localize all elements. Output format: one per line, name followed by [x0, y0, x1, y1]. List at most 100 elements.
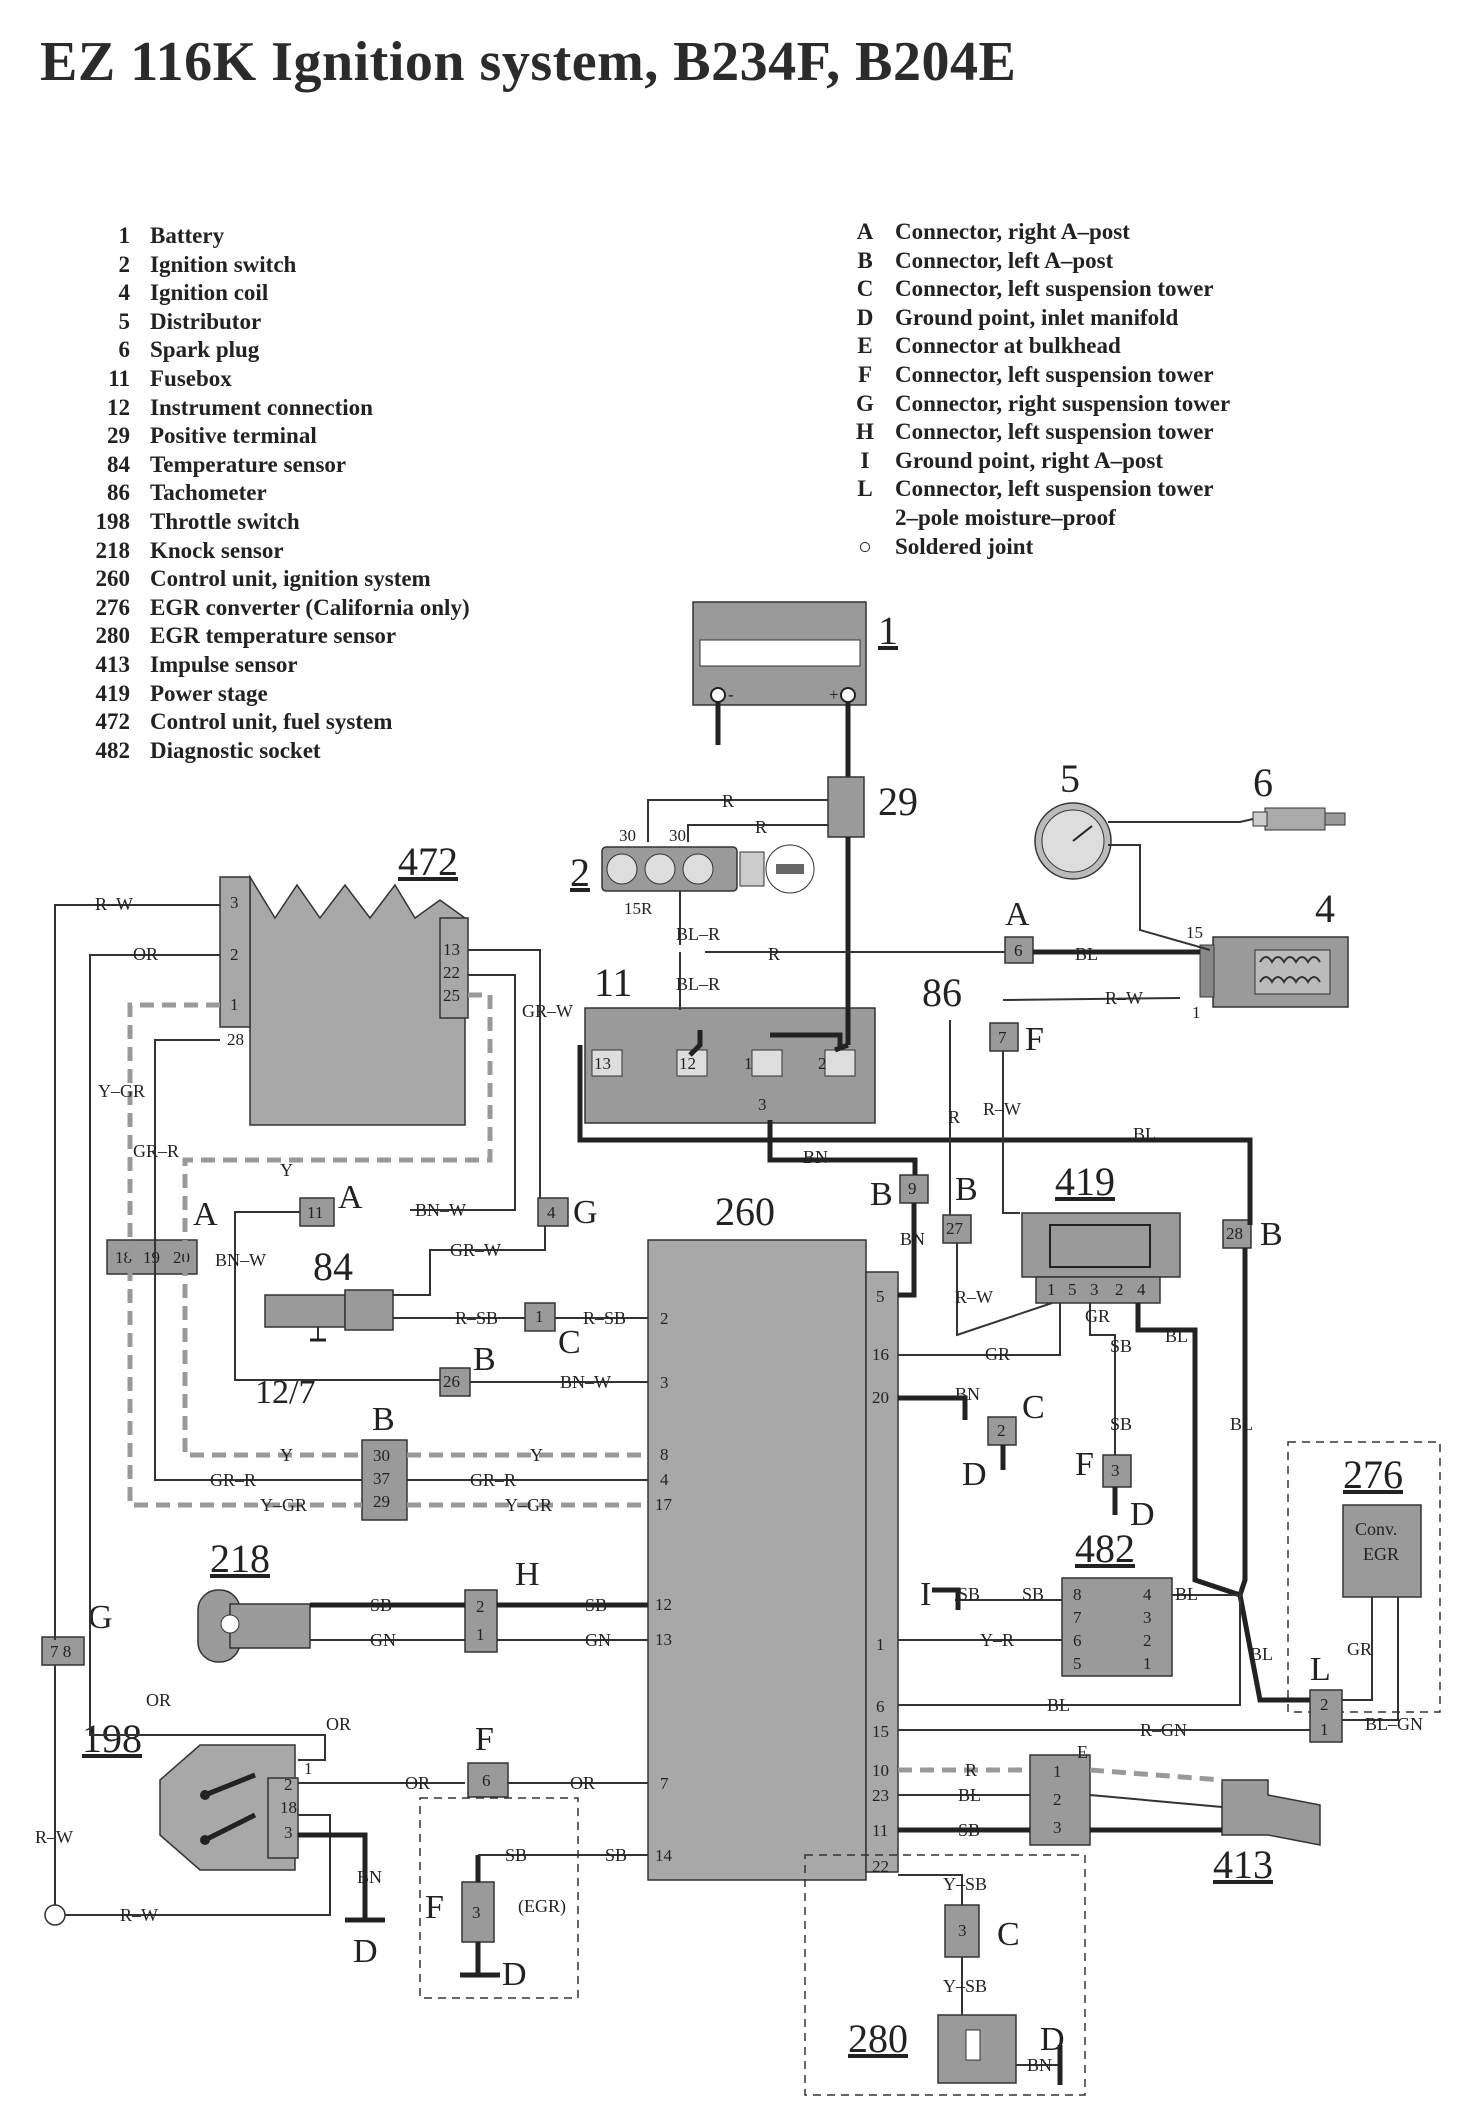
diagram-text: 2	[818, 1054, 827, 1073]
diagram-text: Y	[280, 1445, 293, 1465]
diagram-text: 22	[443, 963, 460, 982]
diagram-text: B	[870, 1176, 893, 1213]
diagram-text: 2	[997, 1421, 1006, 1440]
legend-label: Tachometer	[150, 480, 267, 506]
legend-key: A	[856, 219, 874, 244]
impulse-sensor-label: 413	[1213, 1842, 1273, 1887]
diagram-text: D	[353, 1933, 378, 1970]
diagram-text: 30	[669, 826, 686, 845]
legend-label: Temperature sensor	[150, 451, 347, 477]
diagram-text: 1	[744, 1054, 753, 1073]
diagram-text: BL	[1047, 1695, 1070, 1715]
legend-number: 2	[118, 251, 131, 277]
diagram-text: 25	[443, 986, 460, 1005]
diagram-text: 6	[482, 1771, 491, 1790]
diagram-text: BN	[955, 1384, 980, 1404]
diagram-text: 2	[660, 1309, 669, 1328]
diagram-text: 13	[594, 1054, 611, 1073]
diagram-text: EGR	[1363, 1544, 1399, 1564]
legend-label: Knock sensor	[150, 537, 284, 563]
diagram-text: 12	[655, 1595, 672, 1614]
temperature-sensor: 84	[264, 1244, 394, 1342]
diagram-text: OR	[146, 1690, 171, 1710]
legend-label: Connector at bulkhead	[895, 333, 1121, 359]
diagram-text: 8	[1073, 1585, 1082, 1604]
power-stage-label: 419	[1055, 1159, 1115, 1204]
legend-label: Connector, right A–post	[895, 219, 1130, 244]
diagram-text: SB	[605, 1845, 627, 1865]
legend-connector-item: ○Soldered joint	[855, 533, 1230, 562]
diagram-text: C	[558, 1324, 581, 1361]
diagram-text: 10	[872, 1761, 889, 1780]
diagram-text: L	[1310, 1651, 1331, 1688]
power-stage: 1 5 3 2 4 419	[1021, 1159, 1181, 1304]
diagram-text: 14	[655, 1846, 673, 1865]
legend-label: Impulse sensor	[150, 651, 298, 677]
diagram-text: R–W	[955, 1287, 993, 1307]
diagram-text: R–W	[983, 1099, 1021, 1119]
diagram-text: BN	[1027, 2055, 1052, 2075]
legend-label: Spark plug	[150, 337, 260, 363]
diagram-text: 7	[998, 1028, 1007, 1047]
diagram-text: SB	[505, 1845, 527, 1865]
distributor-label: 5	[1060, 756, 1080, 801]
diagram-text: 30	[619, 826, 636, 845]
egr-temp-label: 280	[848, 2016, 908, 2061]
legend-number: 260	[95, 566, 131, 592]
diagram-text: 20	[872, 1388, 889, 1407]
legend-number: 1	[118, 223, 131, 248]
diagram-text: SB	[1110, 1336, 1132, 1356]
legend-label: Connector, left suspension tower	[895, 361, 1214, 387]
diagram-text: 19	[143, 1248, 160, 1267]
diagram-text: D	[502, 1956, 527, 1993]
diagram-text: 11	[307, 1203, 323, 1222]
diagram-text: 6	[1014, 941, 1023, 960]
legend-key: H	[856, 419, 874, 445]
diagram-text: G	[573, 1194, 598, 1231]
diagram-text: 7	[1073, 1608, 1082, 1627]
diagram-text: 22	[872, 1857, 889, 1876]
diagram-text: 15R	[624, 899, 653, 918]
diagram-text: 17	[655, 1495, 673, 1514]
diagram-text: 5	[876, 1287, 885, 1306]
diagram-text: +	[829, 685, 839, 704]
legend-key: L	[857, 476, 873, 502]
legend-label: Instrument connection	[150, 394, 373, 420]
diagram-text: 3	[1090, 1280, 1099, 1299]
fuel-control-unit: 3 2 1 28 13 22 25 472	[219, 839, 469, 1126]
legend-label: Ground point, right A–post	[895, 447, 1163, 473]
legend-key: B	[857, 247, 873, 273]
diagram-text: R	[948, 1107, 960, 1127]
legend-number: 11	[108, 365, 130, 391]
legend-label: 2–pole moisture–proof	[895, 504, 1116, 530]
diagram-text: SB	[1110, 1414, 1132, 1434]
diagram-text: SB	[958, 1820, 980, 1840]
diagram-text: 1	[876, 1635, 885, 1654]
legend-label: Power stage	[150, 680, 268, 706]
diagram-text: BL	[1230, 1414, 1253, 1434]
throttle-switch: 2 18 3 1 198	[82, 1716, 313, 1871]
legend-number: 86	[107, 480, 130, 506]
diagram-text: BL–GN	[1365, 1714, 1423, 1734]
diagram-text: 3	[1111, 1461, 1120, 1480]
legend-number: 6	[118, 337, 131, 363]
ignition-switch: 30 30 15R 2	[570, 826, 815, 918]
egr-temperature-sensor: 280	[848, 2014, 1017, 2084]
diagram-text: I	[920, 1576, 931, 1613]
diagram-text: BL	[1133, 1124, 1156, 1144]
diagram-text: 1	[476, 1625, 485, 1644]
diagram-text: R–W	[95, 894, 133, 914]
legend-number: 280	[95, 623, 131, 649]
diagram-text: 37	[373, 1469, 391, 1488]
diagram-text: C	[1022, 1389, 1045, 1426]
diagram-text: R	[768, 944, 780, 964]
spark-plug-label: 6	[1253, 760, 1273, 805]
diagram-text: 13	[655, 1630, 672, 1649]
diagram-text: SB	[370, 1595, 392, 1615]
diagram-text: 4	[660, 1470, 669, 1489]
